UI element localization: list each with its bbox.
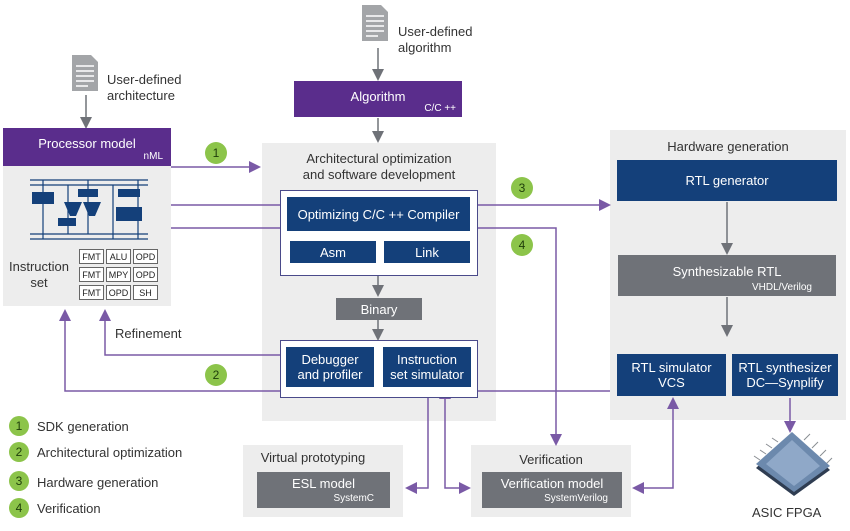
rtl-generator-box: RTL generator (617, 160, 837, 201)
table-cell: FMT (79, 249, 104, 264)
processor-model-sub: nML (143, 151, 163, 162)
algorithm-sub: C/C ++ (424, 103, 456, 114)
binary-box: Binary (336, 298, 422, 320)
algorithm-box: Algorithm C/C ++ (294, 81, 462, 117)
legend-label: Verification (37, 501, 101, 516)
legend-badge: 2 (9, 442, 29, 462)
processor-model-box: Processor model nML (3, 128, 171, 166)
legend-label: Architectural optimization (37, 445, 183, 460)
esl-model-box: ESL model SystemC (257, 472, 390, 508)
legend-badge: 3 (9, 471, 29, 491)
table-cell: SH (133, 285, 158, 300)
flow-badge-3: 3 (511, 177, 533, 199)
synth-rtl-box: Synthesizable RTL VHDL/Verilog (618, 255, 836, 296)
legend-label: Hardware generation (37, 475, 159, 490)
hw-panel-title: Hardware generation (667, 139, 789, 154)
processor-architecture-icon (30, 179, 148, 240)
processor-model-title: Processor model (38, 136, 136, 151)
table-cell: FMT (79, 285, 104, 300)
legend-badge: 1 (9, 416, 29, 436)
legend-label: SDK generation (37, 419, 129, 434)
table-cell: OPD (133, 249, 158, 264)
asm-box: Asm (290, 241, 376, 263)
refinement-label: Refinement (115, 326, 182, 341)
table-cell: FMT (79, 267, 104, 282)
document-icon (362, 5, 388, 41)
compiler-box: Optimizing C/C ++ Compiler (287, 197, 470, 231)
table-cell: ALU (106, 249, 131, 264)
verification-title: Verification (519, 452, 583, 467)
flow-badge-1: 1 (205, 142, 227, 164)
chip-icon (753, 432, 833, 496)
legend-badge: 4 (9, 498, 29, 518)
verification-model-box: Verification model SystemVerilog (482, 472, 622, 508)
table-cell: OPD (106, 285, 131, 300)
asic-fpga-label: ASIC FPGA (752, 505, 822, 520)
flow-badge-4: 4 (511, 234, 533, 256)
table-cell: MPY (106, 267, 131, 282)
link-box: Link (384, 241, 470, 263)
virtual-proto-title: Virtual prototyping (260, 450, 366, 465)
document-icon (72, 55, 98, 91)
table-cell: OPD (133, 267, 158, 282)
flow-badge-2: 2 (205, 364, 227, 386)
algorithm-title: Algorithm (350, 89, 406, 104)
